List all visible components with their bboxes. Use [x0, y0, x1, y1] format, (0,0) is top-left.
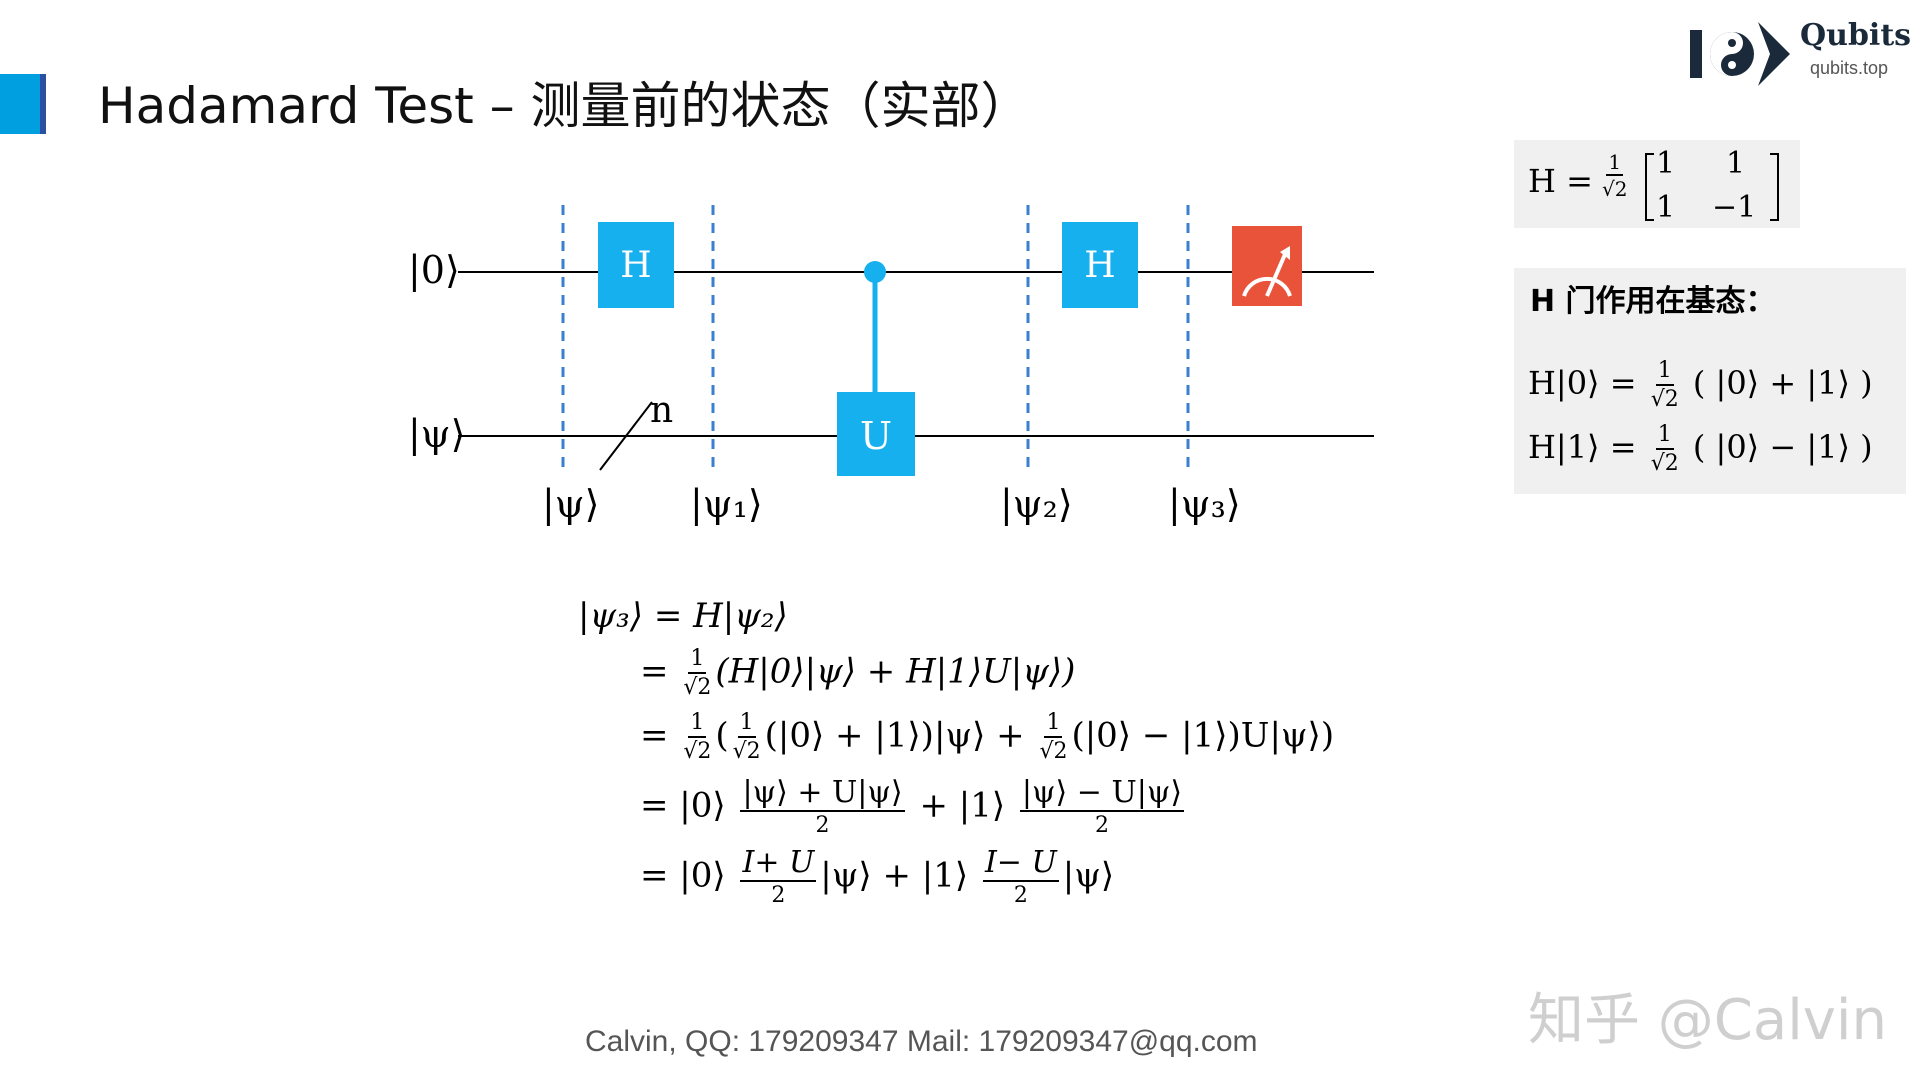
line2-den: √2	[683, 675, 712, 700]
line4-b-den: 2	[1095, 813, 1109, 838]
h-basis-row-1-num: 1	[1655, 424, 1674, 450]
line3-b-den: √2	[732, 739, 761, 764]
h-matrix-lhs: H =	[1528, 162, 1593, 200]
state-label-psi: |ψ⟩	[542, 482, 600, 526]
h-gate-2-label: H	[1084, 245, 1116, 286]
line5-pre: = |0⟩	[640, 855, 726, 896]
control-dot	[864, 261, 886, 283]
line5-a-den: 2	[771, 883, 786, 908]
matrix-cell-12: 1	[1726, 146, 1746, 181]
line2-eq: =	[640, 651, 669, 692]
h-basis-panel	[1514, 268, 1906, 494]
line5-a-num: I+ U	[740, 845, 817, 882]
meter-needle-icon	[1265, 251, 1288, 297]
u-gate-label: U	[859, 414, 893, 458]
h-basis-row-0: H|0⟩ = 1√2 ( |0⟩ + |1⟩ )	[1528, 360, 1873, 411]
matrix-cell-22: −1	[1712, 190, 1757, 225]
h-matrix-coef-den: √2	[1602, 177, 1628, 201]
line4-pre: = |0⟩	[640, 785, 726, 826]
line2-num: 1	[688, 648, 707, 674]
h-basis-row-0-lhs: H|0⟩ =	[1528, 364, 1637, 402]
line4-mid: + |1⟩	[919, 785, 1006, 826]
register-slash	[599, 401, 653, 471]
footer-contact: Calvin, QQ: 179209347 Mail: 179209347@qq…	[585, 1025, 1258, 1058]
state-label-psi2: |ψ₂⟩	[1000, 482, 1073, 526]
line5-b-den: 2	[1013, 883, 1028, 908]
line4-a-den: 2	[815, 813, 830, 838]
line3-c-den: √2	[1039, 739, 1068, 764]
logo-url: qubits.top	[1810, 58, 1889, 78]
line5-mid: |ψ⟩ + |1⟩	[820, 855, 969, 896]
title-accent-bar	[0, 74, 46, 134]
derivation-line-4: = |0⟩ |ψ⟩ + U|ψ⟩2 + |1⟩ |ψ⟩ − U|ψ⟩2	[640, 778, 1188, 837]
h-basis-row-0-rhs: ( |0⟩ + |1⟩ )	[1692, 364, 1873, 402]
line3-paren: (	[715, 715, 729, 756]
qubits-logo-icon	[1690, 22, 1790, 86]
line2-expr: (H|0⟩|ψ⟩ + H|1⟩U|ψ⟩)	[715, 651, 1076, 692]
h-basis-row-1: H|1⟩ = 1√2 ( |0⟩ − |1⟩ )	[1528, 424, 1873, 475]
input-qubit-0: |0⟩	[408, 248, 460, 292]
h-matrix-panel	[1514, 140, 1800, 228]
line3-a-den: √2	[683, 739, 712, 764]
h-basis-row-1-den: √2	[1650, 451, 1679, 476]
h-matrix-coef-num: 1	[1606, 150, 1624, 176]
line4-a-num: |ψ⟩ + U|ψ⟩	[740, 775, 905, 812]
h-basis-title: H 门作用在基态：	[1530, 284, 1776, 319]
h-basis-row-1-rhs: ( |0⟩ − |1⟩ )	[1692, 428, 1873, 466]
state-label-psi3: |ψ₃⟩	[1168, 482, 1241, 526]
h-gate-1-label: H	[620, 245, 652, 286]
slide-title: Hadamard Test – 测量前的状态（实部）	[98, 77, 1031, 135]
line3-mid: (|0⟩ + |1⟩)|ψ⟩ +	[764, 715, 1025, 756]
derivation-line-1: |ψ₃⟩ = H|ψ₂⟩	[578, 596, 788, 636]
line5-b-num: I− U	[982, 845, 1059, 882]
h-basis-row-0-den: √2	[1650, 387, 1679, 412]
line3-expr: (|0⟩ − |1⟩)U|ψ⟩)	[1071, 715, 1335, 756]
line4-b-num: |ψ⟩ − U|ψ⟩	[1019, 775, 1185, 812]
matrix-brackets	[1645, 153, 1779, 221]
h-matrix-coef: 1 √2	[1598, 152, 1631, 199]
line3-a-num: 1	[688, 712, 707, 738]
register-size-label: n	[650, 390, 674, 431]
barriers	[561, 205, 1190, 470]
derivation-line-2: = 1√2(H|0⟩|ψ⟩ + H|1⟩U|ψ⟩)	[640, 648, 1075, 699]
line3-eq: =	[640, 715, 669, 756]
h-basis-row-0-num: 1	[1655, 360, 1674, 386]
h-basis-row-1-lhs: H|1⟩ =	[1528, 428, 1637, 466]
derivation-line-3: = 1√2(1√2(|0⟩ + |1⟩)|ψ⟩ + 1√2(|0⟩ − |1⟩)…	[640, 712, 1334, 763]
line5-post: |ψ⟩	[1062, 855, 1115, 896]
h-gate-2	[1062, 222, 1138, 308]
input-register-psi: |ψ⟩	[408, 412, 466, 456]
h-gate-1	[598, 222, 674, 308]
state-label-psi1: |ψ₁⟩	[690, 482, 763, 526]
line3-b-num: 1	[737, 712, 756, 738]
line3-c-num: 1	[1044, 712, 1063, 738]
logo-name: Qubits	[1800, 18, 1912, 53]
watermark: 知乎 @Calvin	[1528, 988, 1887, 1053]
matrix-cell-11: 1	[1656, 146, 1676, 181]
meter-arc-icon	[1242, 276, 1292, 297]
u-gate	[837, 392, 915, 476]
matrix-cell-21: 1	[1656, 190, 1676, 225]
